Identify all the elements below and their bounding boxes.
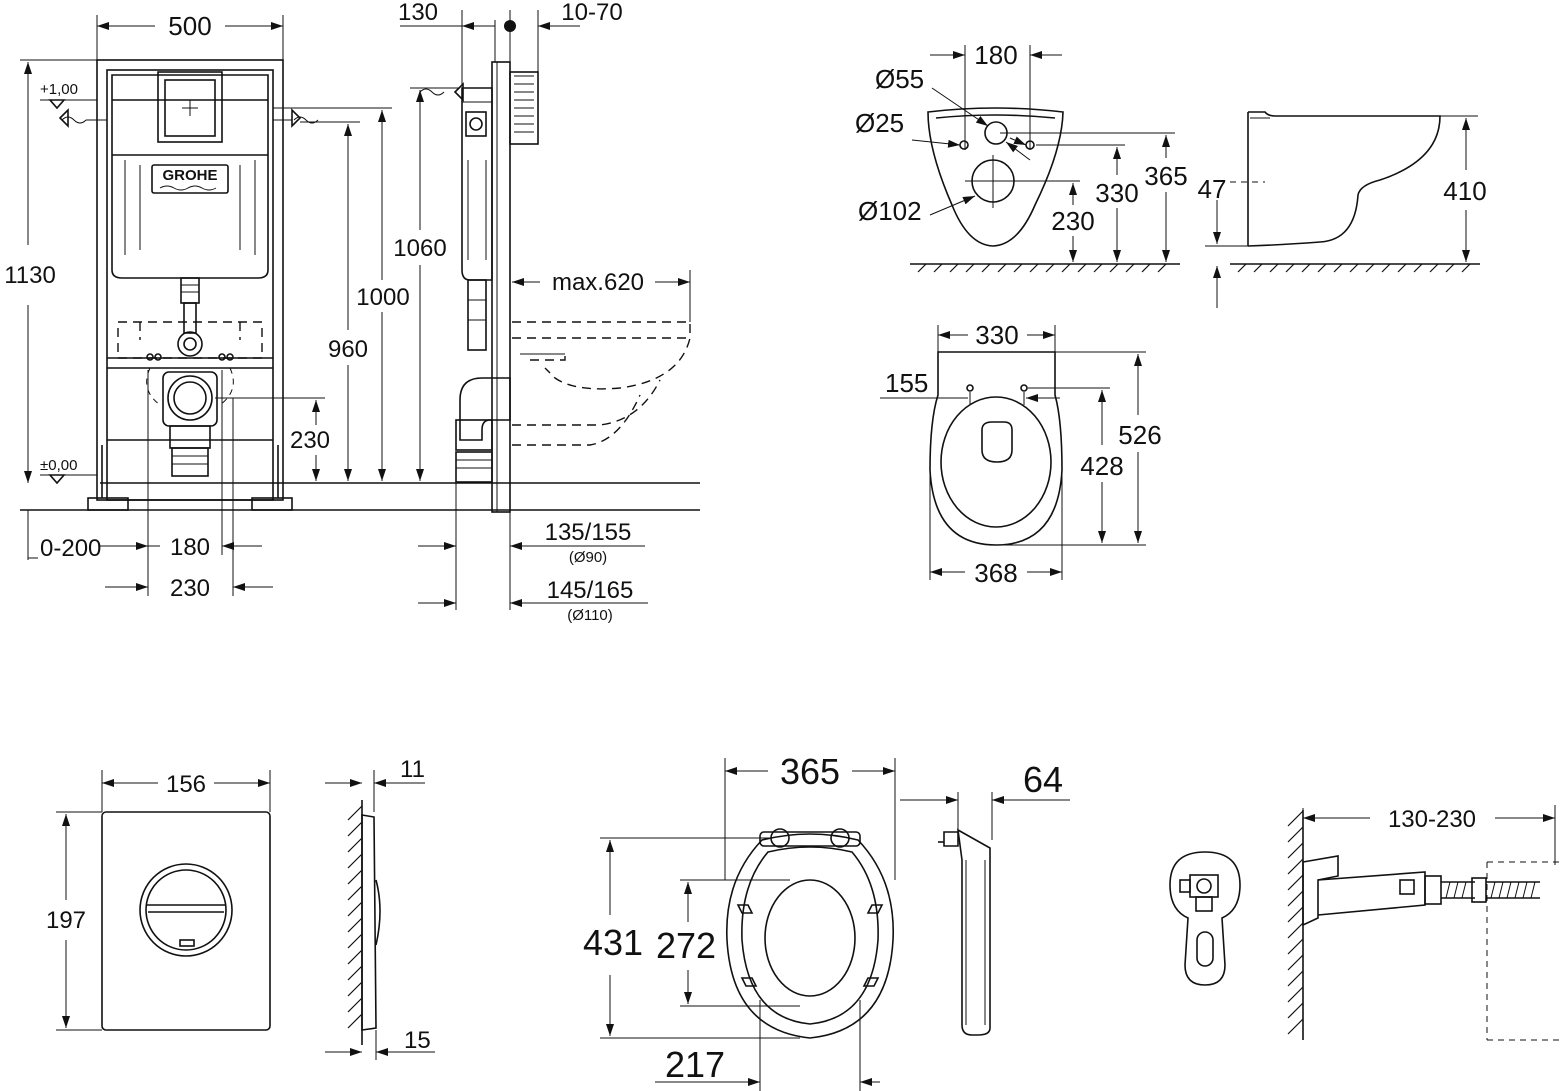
flush-plate-views: 156 197 11 15: [46, 756, 435, 1060]
fixing-kit-views: 130-230: [1169, 805, 1560, 1041]
top-155-label: 155: [885, 368, 928, 398]
hole-d55-label: Ø55: [875, 64, 924, 94]
pan-47-label: 47: [1198, 174, 1227, 204]
d110-pipe-label: (Ø110): [567, 607, 613, 624]
top-368-label: 368: [974, 558, 1017, 588]
top-526-label: 526: [1118, 420, 1161, 450]
seat-inner-depth-label: 272: [656, 925, 716, 966]
plate-width-label: 156: [166, 771, 206, 798]
pan-365-label: 365: [1144, 161, 1187, 191]
outlet-d102-label: Ø102: [858, 196, 922, 226]
frame-height-label: 1130: [4, 262, 56, 289]
hinge-spacing-label: 217: [665, 1044, 725, 1085]
pan-rear-view: 180 Ø55 Ø25 Ø102 230: [855, 40, 1188, 273]
outlet-spacing-label: 230: [170, 575, 210, 602]
d90-pipe-label: (Ø90): [569, 549, 607, 566]
seat-width-label: 365: [780, 751, 840, 792]
frame-side-view: 130 10-70: [398, 0, 691, 624]
brand-logo-label: GROHE: [162, 167, 217, 184]
plate-height-label: 197: [46, 907, 86, 934]
hole-d25-label: Ø25: [855, 108, 904, 138]
d110-label: 145/165: [547, 577, 634, 604]
frame-front-view: 500 GROHE: [4, 11, 700, 602]
hole-spacing-label: 180: [974, 40, 1017, 70]
top-330-label: 330: [975, 320, 1018, 350]
floor-level-label: ±0,00: [40, 457, 77, 474]
seat-views: 365 431 272 217: [583, 751, 1070, 1091]
adjust-label: 10-70: [561, 0, 622, 26]
height-1060-label: 1060: [393, 235, 446, 262]
inlet-spacing-label: 180: [170, 534, 210, 561]
pan-330-label: 330: [1095, 178, 1138, 208]
height-1000-label: 1000: [356, 284, 409, 311]
height-960-label: 960: [328, 336, 368, 363]
plate-depth-bottom-label: 15: [404, 1027, 431, 1054]
fixing-range-label: 130-230: [1388, 806, 1476, 833]
top-428-label: 428: [1080, 451, 1123, 481]
seat-depth-label: 431: [583, 922, 643, 963]
offset-label: 0-200: [40, 535, 101, 562]
frame-width-label: 500: [168, 11, 211, 41]
pan-230-label: 230: [1051, 206, 1094, 236]
max-projection-label: max.620: [552, 269, 644, 296]
plate-depth-top-label: 11: [400, 756, 425, 783]
pan-410-label: 410: [1443, 176, 1486, 206]
top-depth-label: 130: [398, 0, 438, 26]
seat-thickness-label: 64: [1023, 759, 1063, 800]
pan-side-view: 47 410: [1198, 111, 1487, 308]
pan-top-view: 330 155 526 428 368: [880, 320, 1162, 588]
d90-label: 135/155: [545, 519, 632, 546]
top-level-label: +1,00: [40, 81, 78, 98]
outlet-height-label: 230: [290, 427, 330, 454]
